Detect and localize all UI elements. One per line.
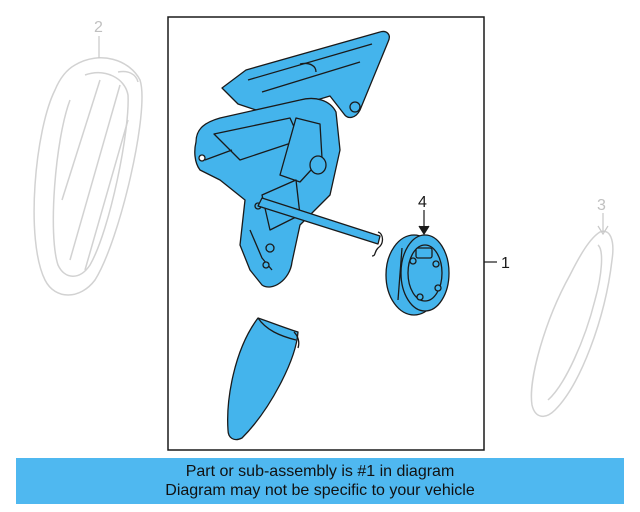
banner-line-1: Part or sub-assembly is #1 in diagram: [185, 463, 455, 480]
banner-line-2: Diagram may not be specific to your vehi…: [165, 482, 475, 499]
callout-leader-3: [597, 213, 609, 236]
mirror-housing-assembly[interactable]: [194, 30, 390, 288]
callout-3: 3: [597, 197, 606, 214]
callout-1: 1: [501, 255, 510, 272]
callout-4: 4: [418, 194, 427, 211]
callout-leader-4: [418, 210, 430, 236]
mirror-glass-ghost[interactable]: [530, 230, 614, 417]
callout-2: 2: [94, 19, 103, 36]
lower-cover-cap[interactable]: [227, 317, 300, 441]
mirror-motor[interactable]: [385, 234, 450, 316]
assembly-frame: [167, 16, 485, 451]
info-banner: Part or sub-assembly is #1 in diagram Di…: [16, 458, 624, 504]
mirror-cover-ghost[interactable]: [33, 57, 143, 296]
